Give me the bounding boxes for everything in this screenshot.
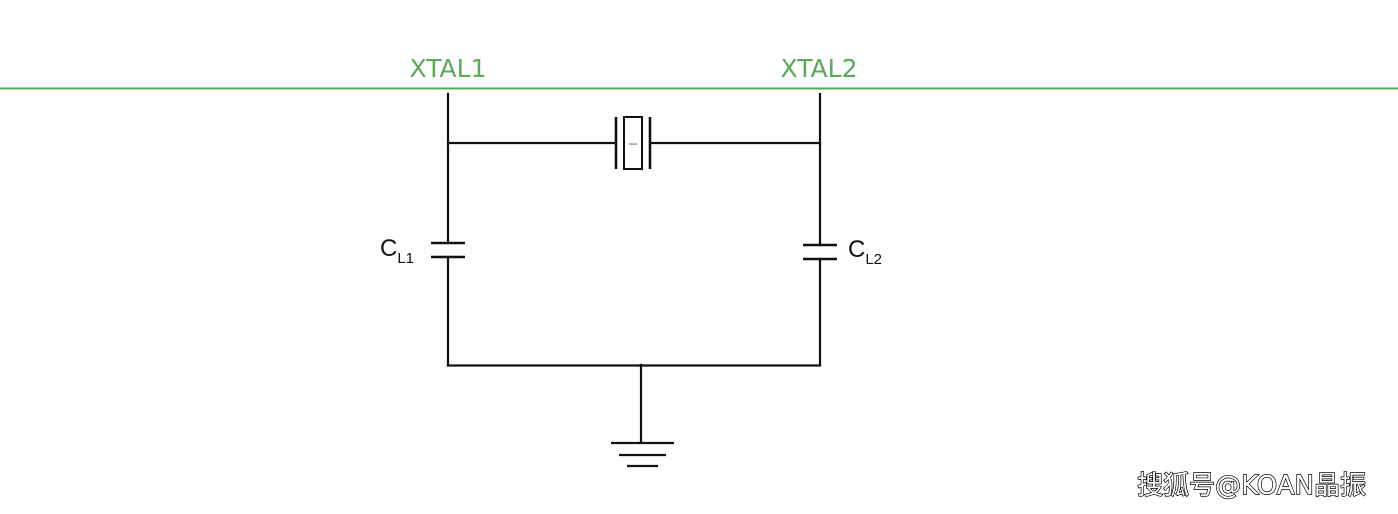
xtal1-label: XTAL1 [410, 54, 487, 83]
cl2-label-sub: L2 [865, 251, 882, 268]
capacitor-cl1 [431, 241, 465, 259]
cl1-label-sub: L1 [397, 250, 414, 267]
crystal-logo-text: KOAN [629, 142, 638, 146]
crystal-body [623, 116, 643, 170]
cl1-label-main: C [380, 235, 397, 262]
watermark: 搜狐号@KOAN晶振 [1137, 471, 1366, 501]
capacitor-cl2 [803, 243, 837, 261]
crystal-resonator: KOAN [614, 116, 652, 170]
cl1-label: CL1 [380, 235, 414, 267]
cl2-label-main: C [848, 236, 865, 263]
xtal2-label: XTAL2 [781, 54, 858, 83]
circuit-wires [446, 92, 822, 444]
ground-symbol [611, 441, 674, 468]
cl2-label: CL2 [848, 236, 882, 268]
